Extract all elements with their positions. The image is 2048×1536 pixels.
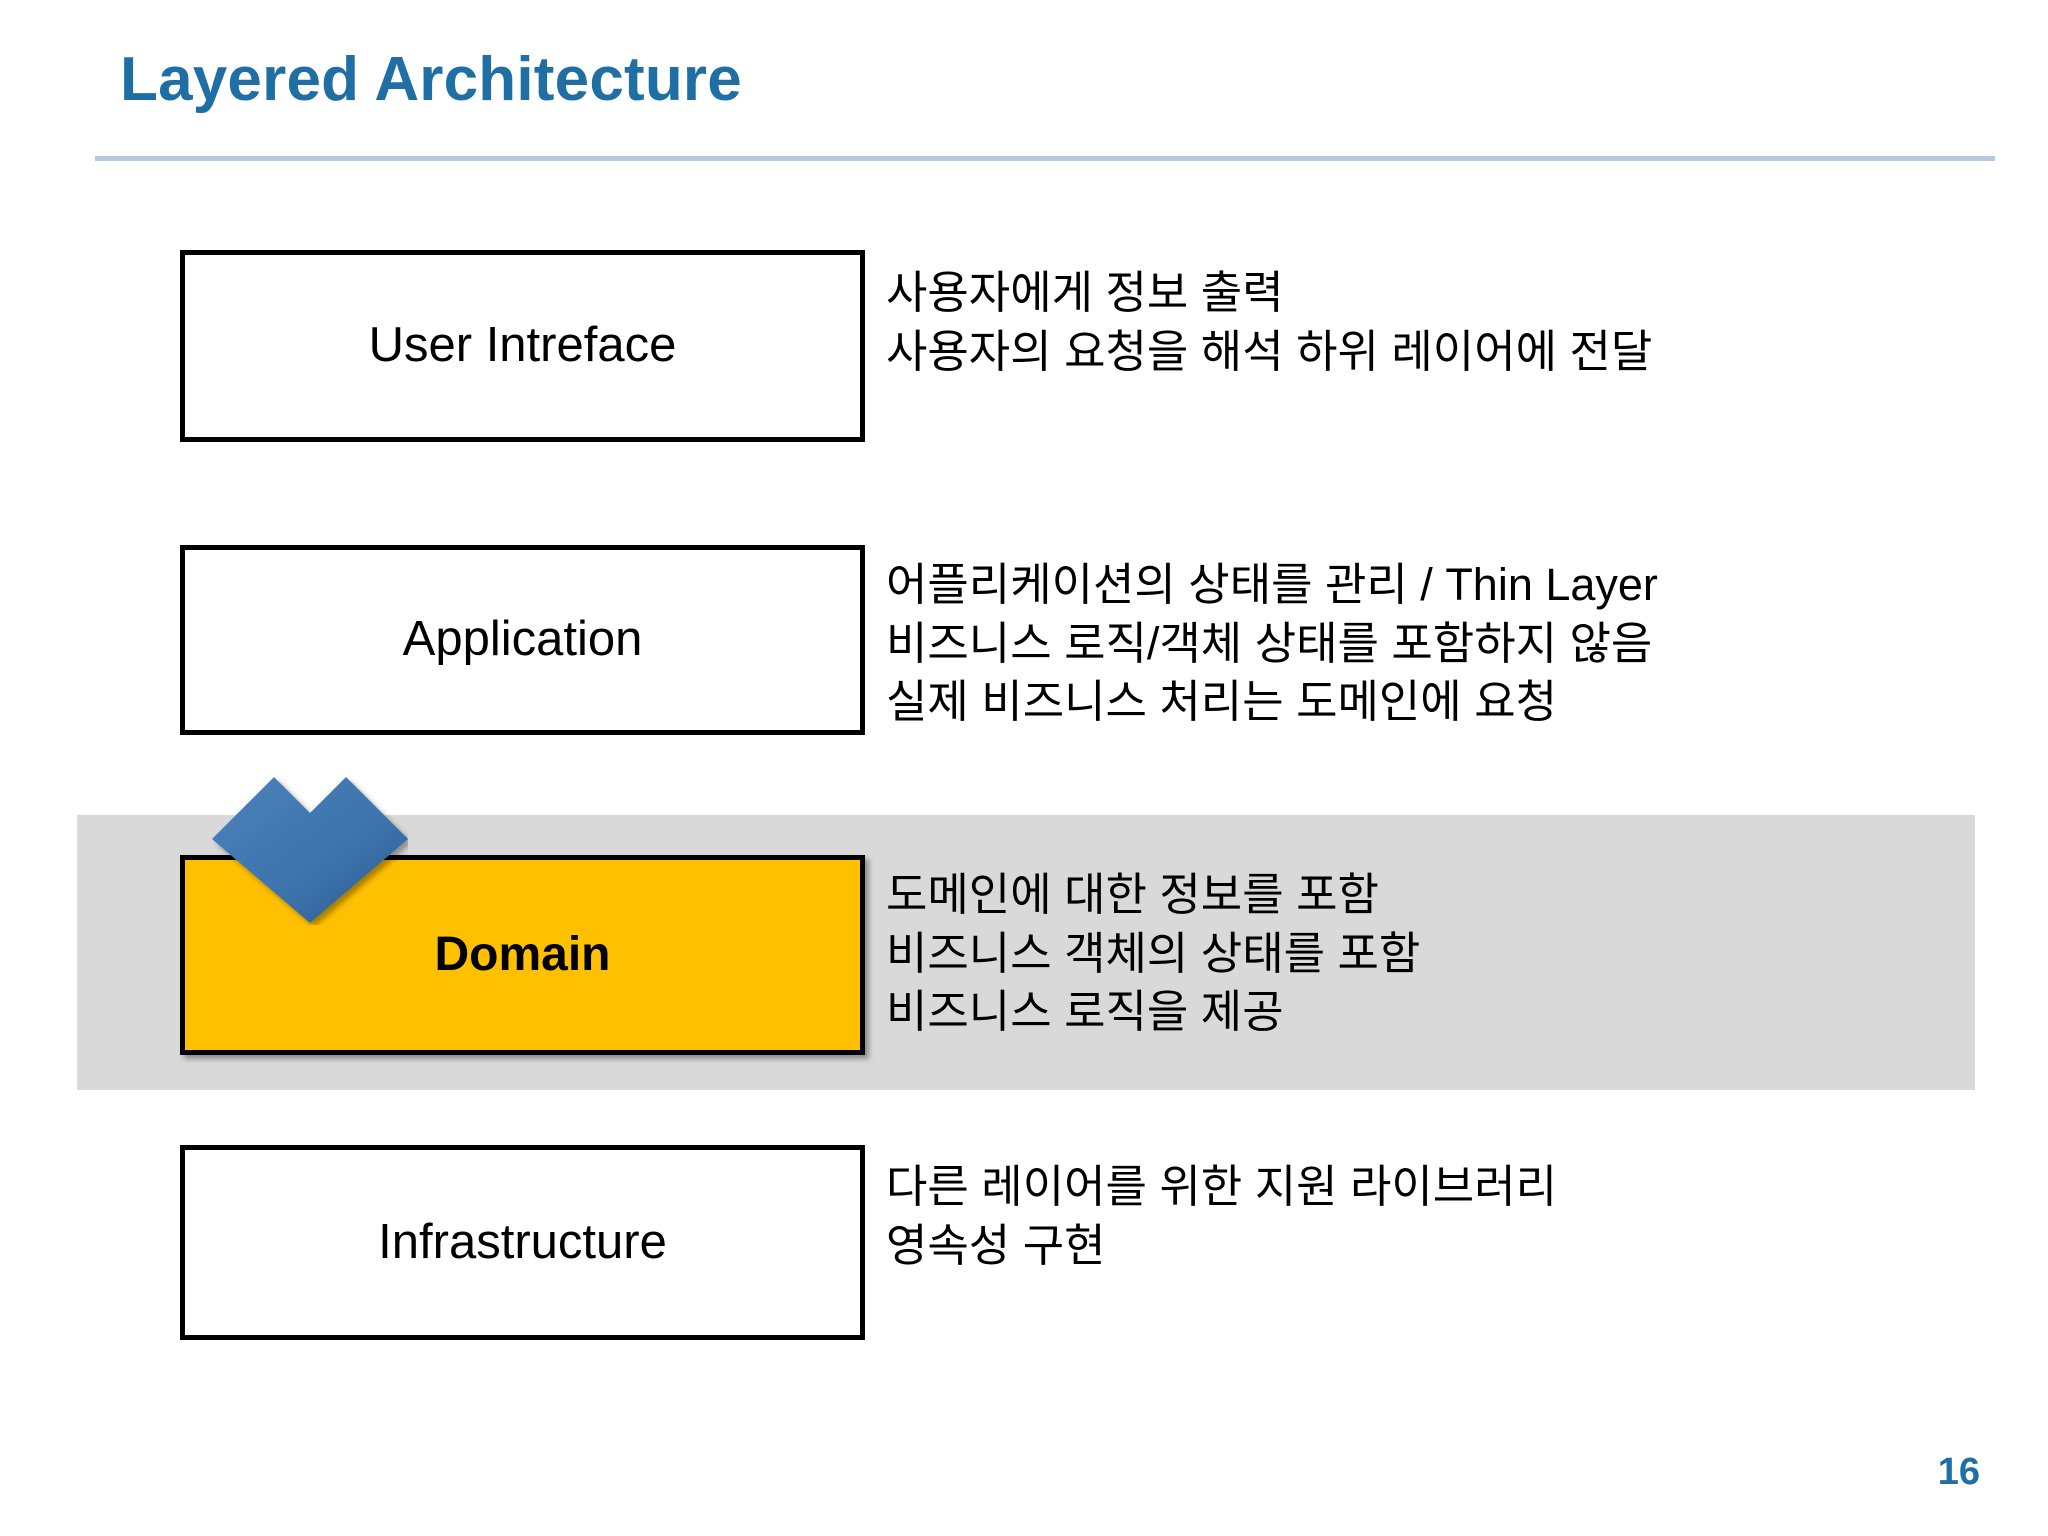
layer-description-application: 어플리케이션의 상태를 관리 / Thin Layer 비즈니스 로직/객체 상…: [886, 559, 1658, 727]
layer-box-user-interface[interactable]: User Intreface: [180, 250, 865, 442]
title-divider: [95, 156, 1995, 161]
layer-description-user-interface: 사용자에게 정보 출력 사용자의 요청을 해석 하위 레이어에 전달: [886, 267, 1653, 377]
layer-box-application[interactable]: Application: [180, 545, 865, 735]
layer-label-domain: Domain: [434, 927, 611, 981]
page-title: Layered Architecture: [120, 45, 742, 114]
page-number: 16: [1937, 1451, 1980, 1493]
layer-label-application: Application: [402, 612, 643, 667]
layer-description-domain: 도메인에 대한 정보를 포함 비즈니스 객체의 상태를 포함 비즈니스 로직을 …: [886, 869, 1421, 1037]
chevron-down-icon: [212, 775, 408, 925]
layer-box-infrastructure[interactable]: Infrastructure: [180, 1145, 865, 1340]
layer-label-infrastructure: Infrastructure: [378, 1214, 667, 1269]
layer-label-user-interface: User Intreface: [368, 318, 677, 373]
layer-description-infrastructure: 다른 레이어를 위한 지원 라이브러리 영속성 구현: [886, 1161, 1558, 1271]
